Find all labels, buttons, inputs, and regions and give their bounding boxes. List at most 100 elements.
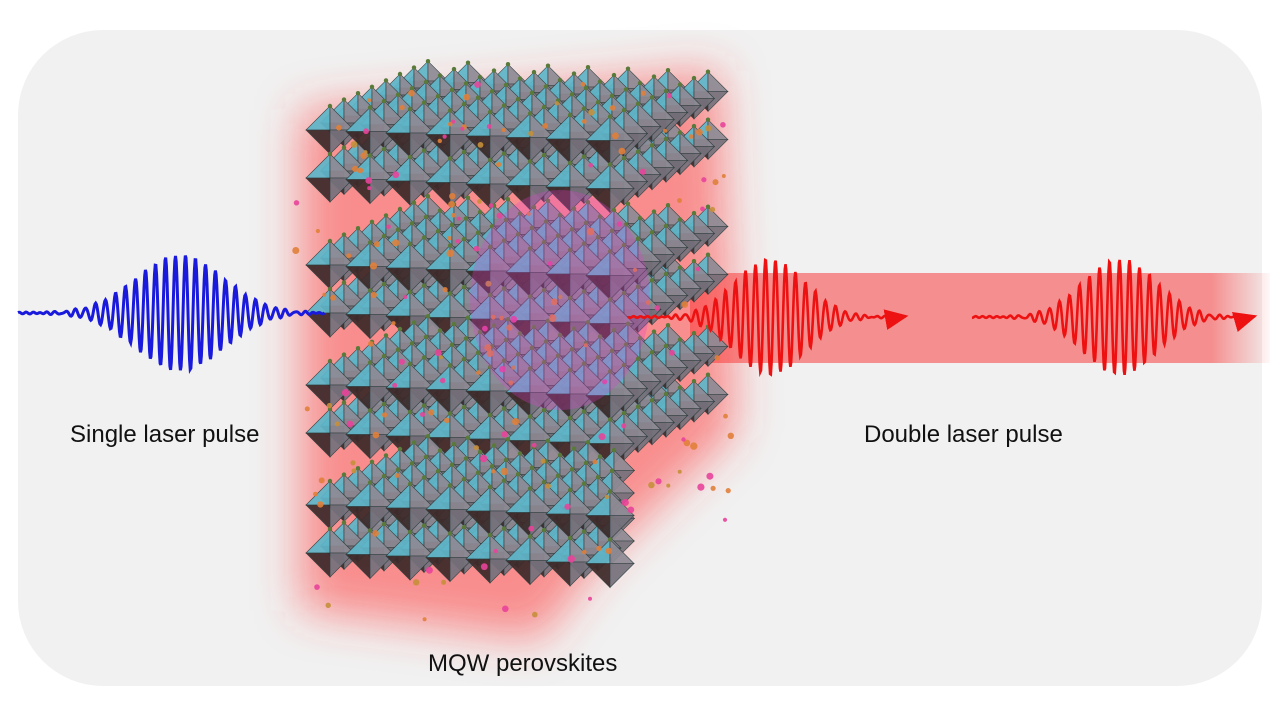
atom bbox=[712, 179, 719, 186]
octahedron bbox=[345, 153, 395, 205]
atom bbox=[545, 483, 551, 489]
octahedron bbox=[385, 106, 435, 158]
atom bbox=[640, 90, 646, 96]
atom bbox=[318, 477, 325, 484]
atom bbox=[368, 341, 374, 347]
octahedron bbox=[465, 109, 515, 161]
octahedron bbox=[385, 529, 435, 581]
atom bbox=[690, 442, 698, 450]
atom bbox=[372, 431, 380, 439]
octahedron bbox=[505, 246, 555, 298]
atom bbox=[365, 177, 373, 184]
atom bbox=[350, 141, 358, 148]
excitation-glow bbox=[470, 190, 650, 410]
octahedron bbox=[545, 367, 595, 419]
atom bbox=[596, 545, 602, 552]
octahedron bbox=[425, 363, 475, 415]
atom bbox=[386, 224, 391, 230]
atom bbox=[588, 163, 593, 168]
atom bbox=[542, 123, 548, 129]
atom bbox=[352, 165, 359, 172]
atom bbox=[564, 503, 571, 510]
atom bbox=[442, 287, 448, 293]
atom bbox=[723, 413, 728, 419]
octahedron bbox=[345, 528, 395, 580]
atom bbox=[697, 483, 705, 491]
octahedron bbox=[505, 366, 555, 418]
atom bbox=[370, 291, 377, 298]
atom bbox=[491, 469, 496, 474]
atom bbox=[326, 402, 333, 409]
atom bbox=[463, 93, 470, 101]
atom bbox=[456, 216, 461, 221]
atom bbox=[322, 292, 327, 297]
atom bbox=[598, 433, 606, 441]
atom bbox=[506, 324, 513, 331]
double-pulse-label: Double laser pulse bbox=[864, 421, 1063, 448]
atom bbox=[420, 412, 425, 417]
atom bbox=[632, 267, 638, 272]
atom bbox=[315, 228, 320, 234]
atom bbox=[666, 93, 673, 99]
octahedron bbox=[425, 483, 475, 535]
atom bbox=[547, 261, 553, 267]
octahedron bbox=[585, 537, 635, 589]
atom bbox=[360, 152, 367, 159]
atom bbox=[473, 445, 479, 451]
octahedron bbox=[545, 160, 595, 212]
atom bbox=[705, 125, 712, 132]
atom bbox=[408, 89, 415, 97]
atom bbox=[531, 442, 537, 448]
atom bbox=[540, 458, 546, 464]
octahedron bbox=[465, 484, 515, 536]
atom bbox=[502, 605, 509, 613]
atom bbox=[488, 203, 494, 208]
octahedron bbox=[545, 112, 595, 164]
single-pulse-label: Single laser pulse bbox=[70, 421, 260, 448]
atom bbox=[683, 439, 691, 447]
atom bbox=[532, 611, 538, 618]
atom bbox=[473, 245, 480, 252]
atom bbox=[382, 412, 388, 418]
atom bbox=[314, 584, 320, 590]
atom bbox=[709, 206, 716, 213]
atom bbox=[486, 349, 494, 357]
atom bbox=[710, 485, 716, 491]
atom bbox=[586, 227, 595, 236]
atom bbox=[510, 315, 518, 323]
atom bbox=[434, 349, 442, 357]
atom bbox=[609, 105, 616, 111]
atom bbox=[485, 280, 492, 287]
atom bbox=[602, 379, 608, 385]
atom bbox=[442, 134, 447, 139]
octahedron bbox=[385, 361, 435, 413]
octahedron bbox=[585, 249, 635, 301]
atom bbox=[363, 128, 369, 135]
atom bbox=[425, 566, 433, 574]
atom bbox=[480, 454, 488, 463]
atom bbox=[476, 370, 481, 375]
atom bbox=[440, 377, 446, 384]
atom bbox=[392, 382, 398, 388]
atom bbox=[666, 483, 671, 488]
atom bbox=[621, 423, 627, 429]
atom bbox=[526, 211, 531, 216]
octahedron bbox=[465, 244, 515, 296]
atom bbox=[330, 294, 336, 301]
atom bbox=[528, 130, 534, 137]
atom bbox=[700, 206, 705, 212]
atom bbox=[511, 365, 516, 370]
perovskite-lattice bbox=[292, 59, 734, 622]
atom bbox=[399, 104, 405, 111]
atom bbox=[304, 406, 310, 412]
atom bbox=[499, 315, 504, 321]
atom bbox=[627, 506, 635, 514]
atom bbox=[677, 198, 682, 203]
atom bbox=[654, 305, 661, 311]
octahedron bbox=[305, 151, 355, 203]
atom bbox=[558, 294, 563, 300]
atom bbox=[346, 253, 352, 259]
atom bbox=[588, 596, 592, 601]
octahedron bbox=[545, 535, 595, 587]
